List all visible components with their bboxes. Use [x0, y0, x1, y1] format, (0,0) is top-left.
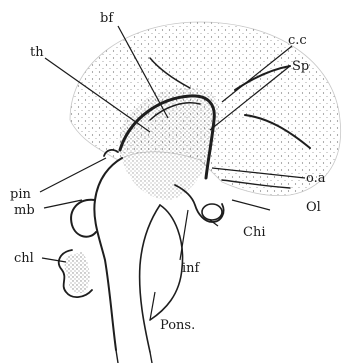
- label-pons: Pons.: [160, 318, 195, 333]
- brainstem-outline-inner: [140, 205, 160, 352]
- label-oa: o.a: [306, 171, 326, 186]
- leader-pons: [150, 292, 155, 320]
- label-chl: chl: [14, 251, 34, 266]
- spinal-tail-right: [150, 352, 152, 363]
- label-chi: Chi: [243, 225, 265, 240]
- midbrain-fold: [71, 200, 96, 237]
- label-inf: inf: [182, 261, 201, 276]
- leader-ol: [232, 200, 270, 210]
- leader-inf: [180, 210, 188, 260]
- label-ol: Ol: [306, 200, 321, 215]
- pons-bulge: [150, 205, 183, 320]
- optic-chiasma: [202, 204, 222, 220]
- label-bf: bf: [100, 11, 114, 26]
- spinal-tail-left: [116, 350, 118, 363]
- label-sp: Sp: [292, 59, 309, 74]
- brainstem-outline: [94, 158, 122, 350]
- leader-chl: [42, 258, 66, 262]
- label-mb: mb: [14, 203, 35, 218]
- leader-pin: [40, 158, 106, 192]
- label-cc: c.c: [288, 33, 307, 48]
- cerebellar-plate-shade: [65, 252, 90, 293]
- label-pin: pin: [10, 187, 31, 202]
- label-th: th: [30, 45, 44, 60]
